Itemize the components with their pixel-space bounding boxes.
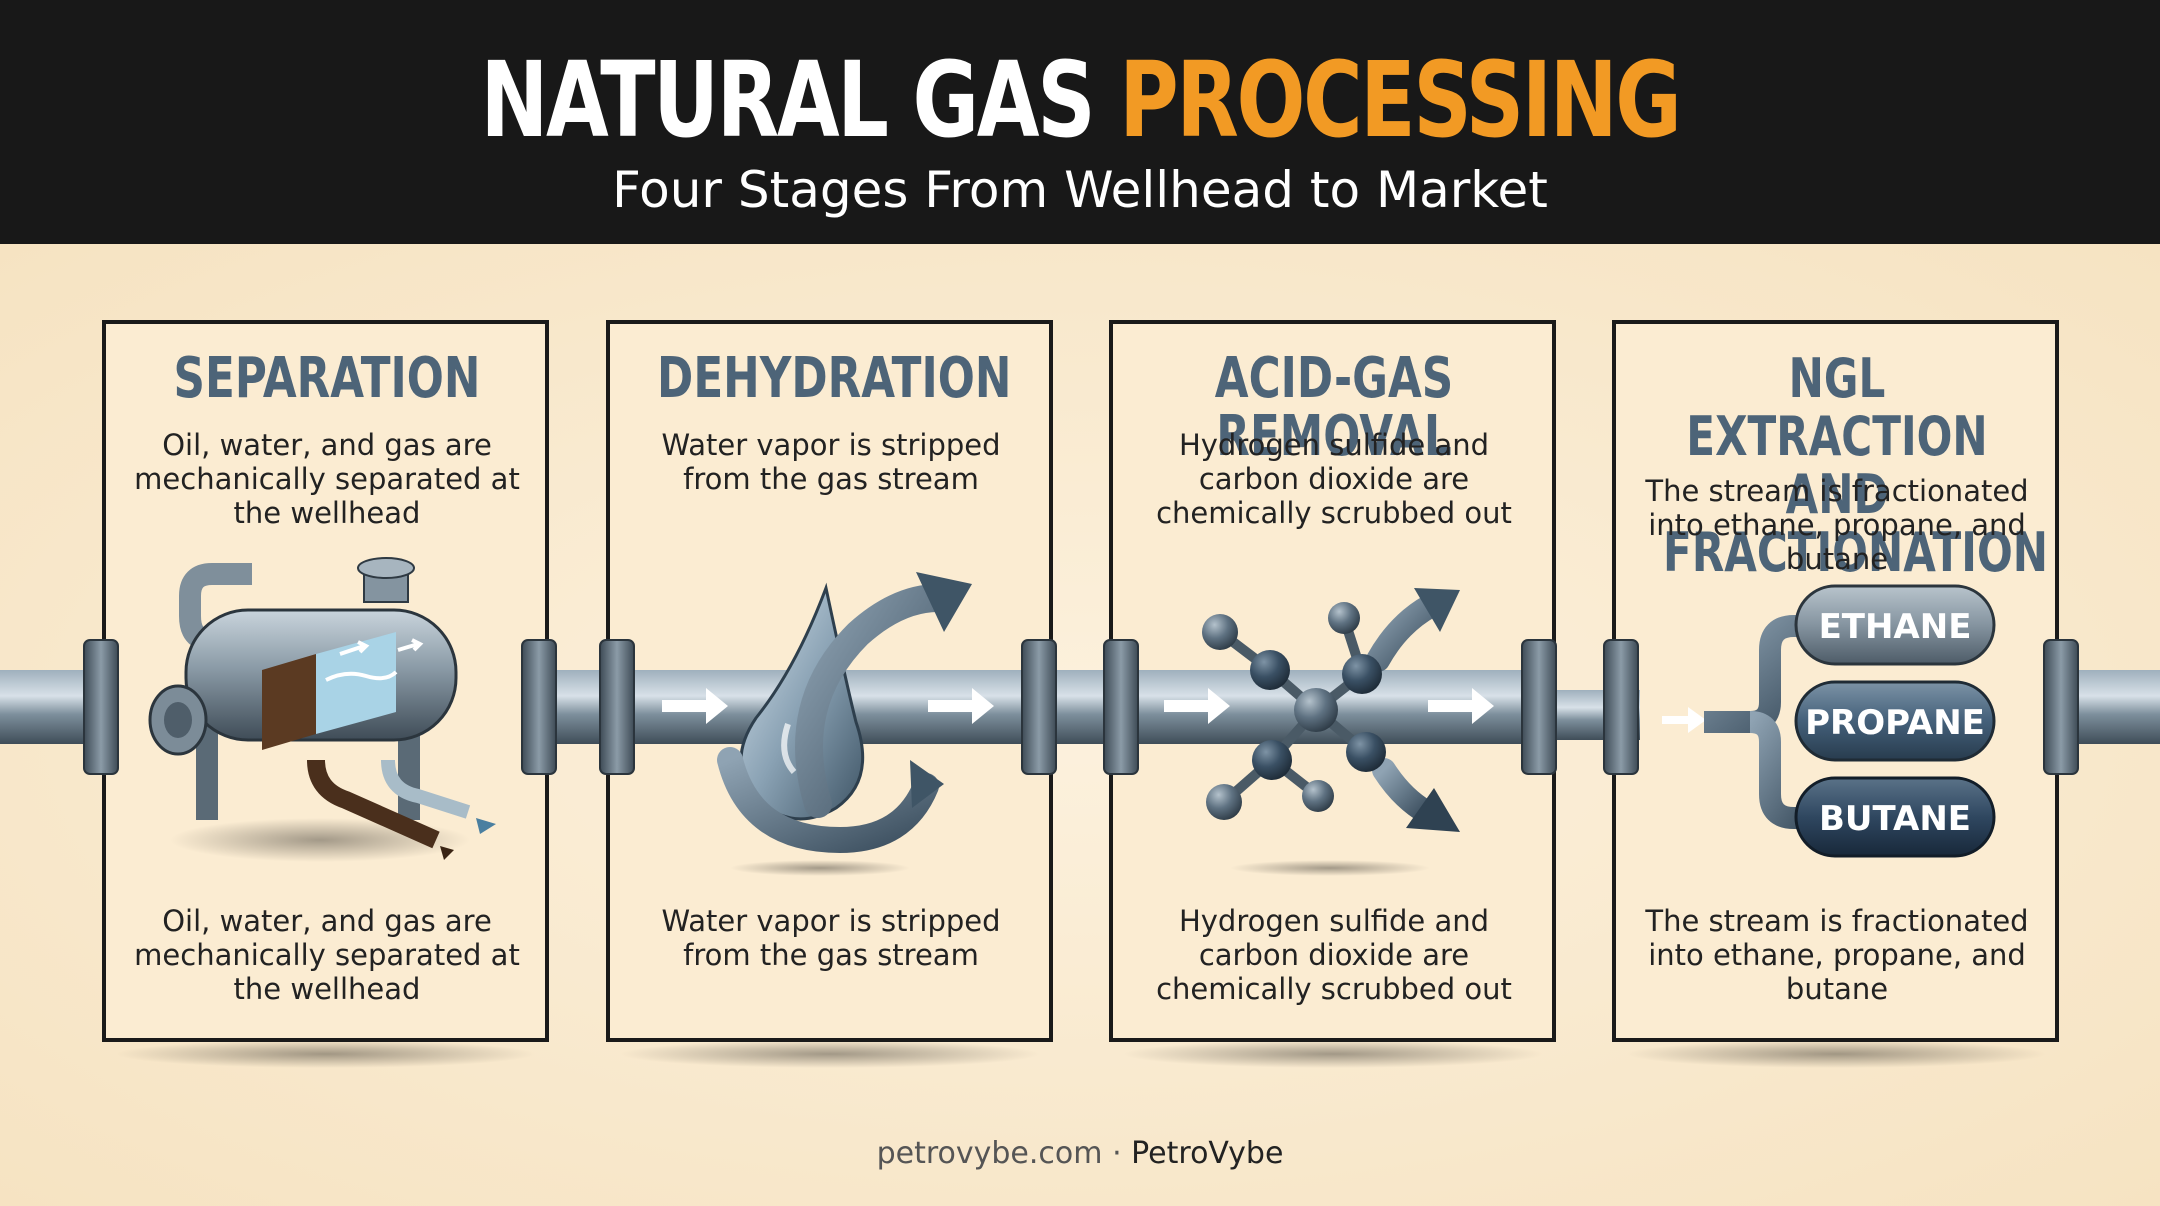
stage-description-ngl: The stream is fractionated into ethane, … bbox=[1645, 474, 2029, 576]
molecule-split-icon bbox=[1202, 588, 1460, 876]
stage-title-ngl-line1: NGL EXTRACTION bbox=[1686, 347, 1988, 468]
footer-separator: · bbox=[1112, 1136, 1122, 1171]
stage-card-separation: SEPARATION Oil, water, and gas are mecha… bbox=[104, 320, 550, 1042]
stage-card-acid-gas: ACID-GAS REMOVAL Hydrogen sulfide and ca… bbox=[1111, 320, 1557, 1042]
stage-title-acid-gas: ACID-GAS REMOVAL bbox=[1214, 346, 1454, 469]
product-label-butane: BUTANE bbox=[1819, 799, 1971, 839]
title-part-orange: PROCESSING bbox=[1119, 39, 1682, 161]
stage-description-acid-gas: Hydrogen sulfide and carbon dioxide are … bbox=[1156, 428, 1512, 530]
stage-caption-separation: Oil, water, and gas are mechanically sep… bbox=[134, 904, 520, 1006]
stage-description-separation: Oil, water, and gas are mechanically sep… bbox=[134, 428, 520, 530]
footer-site-link[interactable]: petrovybe.com bbox=[876, 1136, 1103, 1171]
stage-title-separation: SEPARATION bbox=[173, 346, 481, 411]
stage-title-dehydration: DEHYDRATION bbox=[657, 346, 1012, 411]
stage-caption-acid-gas: Hydrogen sulfide and carbon dioxide are … bbox=[1156, 904, 1512, 1006]
stage-description-dehydration: Water vapor is stripped from the gas str… bbox=[661, 428, 1001, 496]
product-label-ethane: ETHANE bbox=[1819, 607, 1972, 647]
title-part-white: NATURAL GAS bbox=[480, 39, 1095, 161]
stage-card-ngl: NGL EXTRACTION AND FRACTIONATION The str… bbox=[1614, 320, 2060, 1042]
stage-title-ngl: NGL EXTRACTION AND FRACTIONATION bbox=[1663, 347, 2049, 584]
page-subtitle: Four Stages From Wellhead to Market bbox=[612, 161, 1548, 219]
footer-brand: PetroVybe bbox=[1131, 1136, 1284, 1171]
separator-tank-icon bbox=[148, 557, 496, 862]
page-title: NATURAL GAS PROCESSING bbox=[238, 40, 1923, 160]
pipe-flanges bbox=[83, 639, 2079, 775]
product-pill-butane: BUTANE bbox=[1794, 776, 1996, 858]
stage-caption-ngl: The stream is fractionated into ethane, … bbox=[1645, 904, 2029, 1006]
footer-credit: petrovybe.com · PetroVybe bbox=[0, 1136, 2160, 1171]
product-pill-propane: PROPANE bbox=[1794, 680, 1996, 762]
product-pill-ethane: ETHANE bbox=[1794, 584, 1996, 666]
flow-arrows bbox=[662, 688, 1706, 733]
water-drop-arrow-icon bbox=[717, 572, 972, 876]
stage-caption-dehydration: Water vapor is stripped from the gas str… bbox=[661, 904, 1001, 972]
stage-title-ngl-line2: AND FRACTIONATION bbox=[1663, 463, 2049, 584]
stage-card-dehydration: DEHYDRATION Water vapor is stripped from… bbox=[608, 320, 1054, 1042]
product-label-propane: PROPANE bbox=[1805, 703, 1985, 743]
card-shadows bbox=[116, 1040, 2046, 1068]
header-banner bbox=[0, 0, 2160, 244]
